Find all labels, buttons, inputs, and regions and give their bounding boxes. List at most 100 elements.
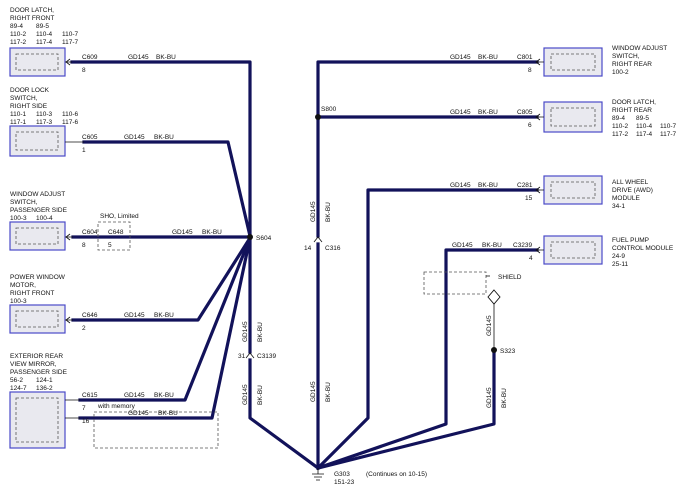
connector-arrow-icon [313, 236, 323, 243]
wire-c281 [315, 188, 539, 471]
component-inner [15, 131, 59, 151]
wire-c615-7 [78, 235, 253, 402]
wire-c3239 [315, 248, 539, 471]
ref-code: 117-6 [62, 119, 79, 126]
wire-color: BK-BU [154, 134, 174, 141]
component-title-line2: SWITCH, [10, 95, 38, 102]
component-box [9, 221, 66, 251]
component-inner [15, 227, 59, 245]
ref-code: 110-2 [612, 123, 629, 130]
component-inner [550, 107, 596, 127]
ref-code: 117-2 [10, 39, 27, 46]
pin-number: 8 [528, 67, 532, 74]
component-title-line1: WINDOW ADJUST [612, 45, 667, 52]
component-title-line1: WINDOW ADJUST [10, 191, 65, 198]
ref-code: 117-3 [36, 119, 53, 126]
circuit-id: GD145 [450, 182, 471, 189]
component-title-line3: PASSENGER SIDE [10, 207, 68, 214]
circuit-id: GD145 [486, 387, 493, 408]
shield-section: SHIELD S323 [423, 271, 522, 355]
ground-id: G303 [334, 471, 350, 478]
component-box [543, 47, 603, 77]
ref-code: 117-4 [36, 39, 53, 46]
connector-id: C605 [82, 134, 98, 141]
ref-code: 136-2 [36, 385, 53, 392]
connector-id: C281 [517, 182, 533, 189]
component-box [9, 125, 66, 157]
circuit-id: GD145 [452, 242, 473, 249]
wire-color: BK-BU [325, 202, 332, 222]
connector-arrow-icon [65, 58, 72, 66]
component-title-line1: DOOR LATCH, [612, 99, 656, 106]
component-title-line2: SWITCH, [612, 53, 640, 60]
wire-c801 [316, 60, 539, 238]
pin-number: 14 [304, 245, 312, 252]
pin-number: 31 [238, 353, 246, 360]
wires [70, 60, 539, 471]
circuit-id: GD145 [242, 384, 249, 405]
ground-code: 151-23 [334, 479, 355, 486]
connector-id: C604 [82, 229, 98, 236]
shield-diamond-icon [487, 289, 501, 305]
splice-id: S604 [256, 235, 272, 242]
wire-color: BK-BU [257, 385, 264, 405]
circuit-id: GD145 [310, 201, 317, 222]
ref-code: 24-9 [612, 253, 625, 260]
wire-color: BK-BU [257, 322, 264, 342]
splice-dot [247, 234, 253, 240]
wire-color: BK-BU [154, 312, 174, 319]
component-inner [15, 397, 59, 443]
connector-arrow-icon [535, 246, 544, 254]
ref-code: 110-4 [36, 31, 53, 38]
inline-pin-number: 5 [108, 242, 112, 249]
circuit-id: GD145 [128, 54, 149, 61]
component-box [543, 235, 603, 265]
ref-code: 100-3 [10, 298, 27, 305]
circuit-id: GD145 [172, 229, 193, 236]
component-door-latch-right-rear: DOOR LATCH, RIGHT REAR 89-4 89-5 110-2 1… [450, 99, 677, 138]
option-label: with memory [97, 403, 136, 410]
splice-dot [315, 114, 321, 120]
circuit-id: GD145 [450, 54, 471, 61]
component-inner [550, 53, 596, 71]
ref-code: 124-7 [10, 385, 27, 392]
component-door-latch-right-front: DOOR LATCH, RIGHT FRONT 89-4 89-5 110-2 … [9, 7, 176, 77]
pin-number: 8 [82, 242, 86, 249]
component-box [9, 391, 66, 449]
ref-code: 100-4 [36, 215, 53, 222]
wire-color: BK-BU [325, 382, 332, 402]
component-box [9, 304, 66, 334]
component-inner [550, 181, 596, 199]
connector-id: C805 [517, 109, 533, 116]
connector-id: C801 [517, 54, 533, 61]
circuit-id: GD145 [310, 381, 317, 402]
ref-code: 100-2 [612, 69, 629, 76]
connector-id: C615 [82, 392, 98, 399]
ref-code: 110-3 [36, 111, 53, 118]
pin-number: 8 [82, 67, 86, 74]
option-box-with-memory [93, 411, 219, 449]
ref-code: 89-5 [36, 23, 49, 30]
component-awd-module: ALL WHEEL DRIVE (AWD) MODULE 34-1 C281 1… [450, 175, 653, 210]
wire-c609 [70, 60, 252, 238]
wire-color: BK-BU [482, 242, 502, 249]
connector-id: C3139 [257, 353, 277, 360]
component-title-line2: SWITCH, [10, 199, 38, 206]
option-box-sho-limited [97, 221, 131, 251]
splice-dot [491, 347, 497, 353]
ref-code: 25-11 [612, 261, 629, 268]
ref-code: 117-4 [636, 131, 653, 138]
ref-code: 110-4 [636, 123, 653, 130]
ref-code: 56-2 [10, 377, 23, 384]
connector-leads [65, 399, 80, 419]
pin-number: 1 [82, 147, 86, 154]
connector-arrow-icon [535, 113, 544, 121]
splice-s604: S604 [247, 234, 272, 242]
pin-number: 2 [82, 325, 86, 332]
wire-color: BK-BU [501, 388, 508, 408]
ref-code: 89-5 [636, 115, 649, 122]
wire-color: BK-BU [478, 54, 498, 61]
connector-arrow-icon [65, 233, 73, 241]
component-title-line2: CONTROL MODULE [612, 245, 674, 252]
